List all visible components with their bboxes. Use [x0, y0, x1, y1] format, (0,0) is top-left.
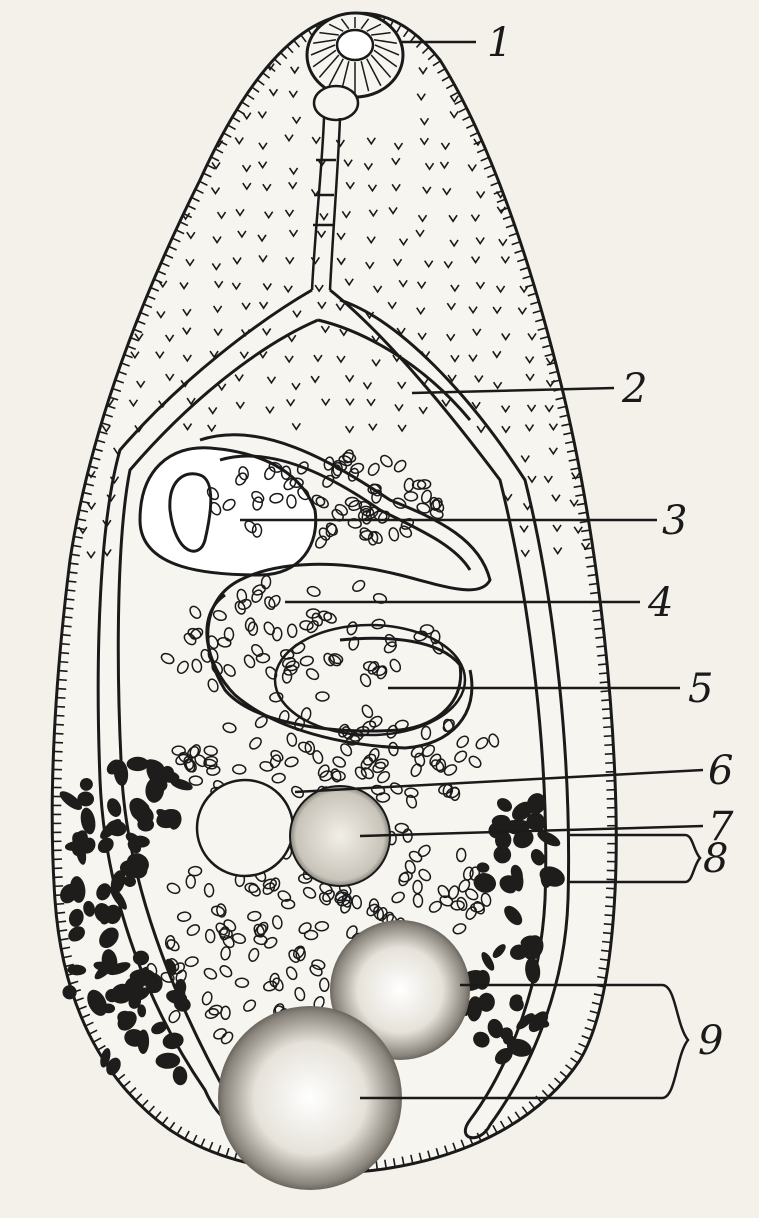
- label-9: 9: [698, 1018, 723, 1064]
- label-2: 2: [621, 366, 647, 412]
- mehlis-gland: [197, 780, 293, 876]
- pharynx: [314, 86, 358, 120]
- label-1: 1: [487, 20, 512, 66]
- label-5: 5: [688, 666, 713, 712]
- oral-sucker: [307, 13, 403, 97]
- label-3: 3: [662, 498, 687, 544]
- label-8: 8: [703, 836, 728, 882]
- label-6: 6: [708, 748, 733, 794]
- label-4: 4: [647, 580, 673, 626]
